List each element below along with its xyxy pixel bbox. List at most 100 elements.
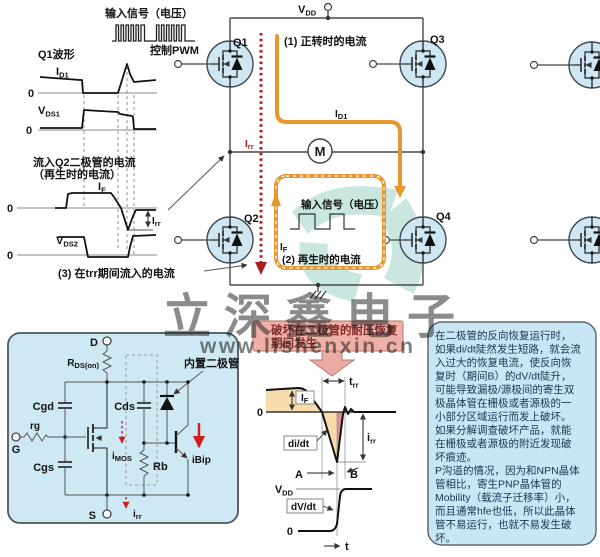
diode-base-dot xyxy=(165,441,169,445)
region-b-label: B xyxy=(350,469,358,481)
cds-label: Cds xyxy=(114,401,135,413)
note-line-13: Mobility（载流子迁移率）小， xyxy=(435,491,576,504)
note-line-7: 小部分区域运行而发上破坏。 xyxy=(435,410,572,423)
note-line-10: 坏痕迹。 xyxy=(435,451,477,464)
pwm-pulse-train-icon xyxy=(112,24,195,42)
brand-watermark: 立深鑫电子 xyxy=(163,291,468,344)
note-line-4: 复时（期间B）的dV/dt陡升， xyxy=(435,370,572,383)
vds2-waveform-label: VDS2 xyxy=(56,235,78,249)
parasitic-region-box xyxy=(125,354,158,486)
text-watermarks: 立深鑫电子 www.lishenxin.cn xyxy=(163,291,468,358)
note3-label: (3) 在trr期间流入的电流 xyxy=(58,266,175,280)
note1-label: (1) 正转时的电流 xyxy=(284,34,367,48)
q2-diode-waveforms-group: 流入Q2二极管的电流 （再生时的电流） IF 0 Irr VDS2 0 (3) … xyxy=(7,155,248,280)
rg-resistor-icon xyxy=(20,432,49,442)
banner-line2: 期间发生 xyxy=(271,336,317,350)
if-waveform xyxy=(55,192,156,231)
motor-label: M xyxy=(315,144,326,159)
q2-gate-terminal xyxy=(173,235,183,245)
note-line-9: 在栅极或者源极的附近发现破 xyxy=(435,437,572,450)
gate-terminal xyxy=(11,432,21,442)
cgs-label: Cgs xyxy=(33,462,54,474)
id1-zero-label: 0 xyxy=(28,88,34,100)
plot-if-label: IF xyxy=(301,393,309,405)
bjt-collector xyxy=(175,382,189,437)
q1-label: Q1 xyxy=(233,37,248,49)
collector-dot xyxy=(186,380,190,384)
q1-waveforms-group: Q1波形 ID1 0 VDS1 0 xyxy=(26,47,157,256)
note-box: 在二极管的反向恢复运行时， 如果di/dt陡然发生短路，就会流 入过大的恢复电流… xyxy=(427,321,597,546)
note-line-1: 在二极管的反向恢复运行时， xyxy=(435,329,572,342)
trr-label: trr xyxy=(349,376,359,390)
note-line-6: 极晶体管在栅极或者源极的一 xyxy=(435,397,572,410)
panel-irr-label: irr xyxy=(133,509,142,521)
note3-pointer-arrow xyxy=(203,262,248,272)
forward-current-arrowhead xyxy=(394,186,406,198)
note-line-2: 如果di/dt陡然发生短路，就会流 xyxy=(435,343,581,356)
note-line-8: 如果分解调查破坏产品，就能 xyxy=(435,424,572,437)
panel-mosfet-icon xyxy=(87,382,108,495)
note-line-5: 可能导致漏极/源极间的寄生双 xyxy=(435,383,575,396)
q3-mosfet-icon xyxy=(400,41,446,87)
vds2-waveform xyxy=(58,234,157,258)
q4-mosfet-icon xyxy=(400,217,446,263)
didt-label-box xyxy=(283,435,318,451)
emitter-dot xyxy=(186,493,190,497)
irr-dotted-path xyxy=(255,33,267,275)
loop-input-signal-label: 输入信号（电压） xyxy=(301,198,385,211)
if-label-box xyxy=(295,390,315,405)
pwm-input-group: 输入信号（电压） 控制PWM xyxy=(105,6,199,57)
imos-label: iMOS xyxy=(112,451,132,463)
q3-gate-terminal xyxy=(368,59,378,69)
drain-label: D xyxy=(90,337,98,349)
equivalent-circuit-panel: D RDS(on) Cgd Cgs G rg xyxy=(7,332,239,524)
vdd-label: VDD xyxy=(298,4,317,18)
dvdt-pointer xyxy=(322,505,334,511)
forward-current-path xyxy=(275,34,406,198)
note-box-frame xyxy=(427,321,597,546)
q3-label: Q3 xyxy=(430,34,445,46)
irr-arrowhead xyxy=(255,262,267,275)
ibip-label: iBip xyxy=(192,455,211,466)
note-line-11: P沟道的情况，因为和NPN晶体 xyxy=(435,464,580,477)
failure-banner: 破坏在二极管的耐压恢复 期间发生 xyxy=(252,320,404,377)
q1-gate-terminal xyxy=(173,59,183,69)
plot-zero-v-label: 0 xyxy=(287,526,293,538)
irr-measure-label: Irr xyxy=(152,216,161,228)
dvdt-label: dV/dt xyxy=(291,502,317,513)
note-line-3: 入过大的恢复电流，使反向恢 xyxy=(435,356,572,369)
id1-waveform xyxy=(39,63,157,94)
edge-top-gate-terminal xyxy=(529,60,539,70)
plot-irr-label: irr xyxy=(367,432,376,446)
pwm-control-label: 控制PWM xyxy=(150,43,199,57)
drain-terminal xyxy=(102,336,112,346)
vds1-waveform-label: VDS1 xyxy=(38,105,60,119)
if-waveform-label: IF xyxy=(98,181,106,195)
h-bridge-circuit: VDD M Q1 Q2 Q3 Q4 xyxy=(173,2,600,300)
region-b-arrow xyxy=(346,467,359,473)
right-motor-junction-dot xyxy=(420,149,426,155)
vds2-zero-label: 0 xyxy=(7,250,13,262)
banner-down-arrow xyxy=(308,350,356,377)
note-line-15: 管不易运行，也就不易发生破 xyxy=(435,518,572,531)
irr-path-label: Irr xyxy=(245,139,254,151)
didt-pointer xyxy=(316,429,328,442)
vdd-junction-dot xyxy=(325,15,331,21)
gate-signal-icon xyxy=(290,213,355,230)
q4-label: Q4 xyxy=(436,211,452,223)
source-terminal xyxy=(102,509,112,519)
regeneration-loop xyxy=(271,174,386,270)
source-label: S xyxy=(89,510,96,522)
input-signal-label: 输入信号（电压） xyxy=(105,6,193,20)
loop-if-label: IF xyxy=(280,242,288,254)
rds-label: RDS(on) xyxy=(67,358,99,370)
trr-plot: 0 trr IF di/dt irr A B VDD 0 dV/dt t xyxy=(257,376,396,553)
vdd-terminal xyxy=(323,2,333,12)
id1-waveform-label: ID1 xyxy=(56,66,69,80)
time-axis-label: t xyxy=(345,541,349,553)
loop-up-arrowhead xyxy=(271,192,281,206)
builtin-diode-icon xyxy=(160,397,174,410)
if-zero-label: 0 xyxy=(7,203,13,215)
